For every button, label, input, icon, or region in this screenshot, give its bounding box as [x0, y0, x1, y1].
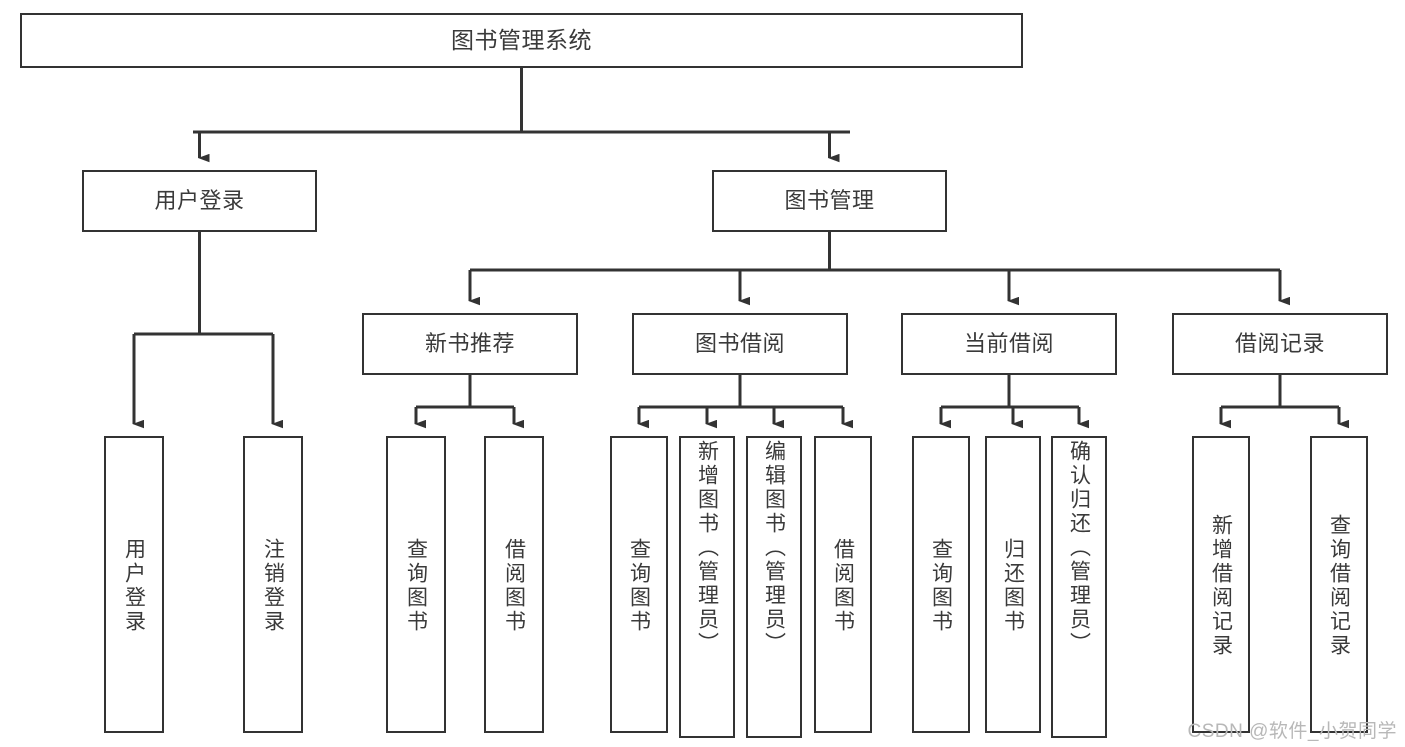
- node-leaf-return-book-label: 归还图书: [1001, 537, 1025, 634]
- node-user-login[interactable]: 用户登录: [82, 170, 317, 232]
- node-leaf-confirm-return-admin[interactable]: 确认归还（管理员）: [1051, 436, 1107, 738]
- connector-group-new-book-rec: [414, 375, 524, 429]
- node-leaf-logout-login-label: 注销登录: [261, 537, 285, 634]
- node-leaf-query-book-rec[interactable]: 查询图书: [386, 436, 446, 733]
- node-leaf-edit-book-admin-label: 编辑图书（管理员）: [762, 440, 786, 656]
- connector-group-user-login: [132, 232, 283, 429]
- node-leaf-add-book-admin[interactable]: 新增图书（管理员）: [679, 436, 735, 738]
- node-leaf-add-book-admin-label: 新增图书（管理员）: [695, 440, 719, 656]
- node-borrow-record-label: 借阅记录: [1234, 331, 1325, 357]
- node-leaf-query-book-rec-label: 查询图书: [404, 537, 428, 634]
- node-leaf-borrow-book-rec-label: 借阅图书: [502, 537, 526, 634]
- connector-group-book-borrow: [637, 375, 853, 429]
- node-book-borrow[interactable]: 图书借阅: [632, 313, 848, 375]
- node-leaf-logout-login[interactable]: 注销登录: [243, 436, 303, 733]
- node-new-book-rec[interactable]: 新书推荐: [362, 313, 578, 375]
- node-leaf-borrow-book-label: 借阅图书: [831, 537, 855, 634]
- connector-group-book-manage: [468, 232, 1290, 306]
- node-current-borrow-label: 当前借阅: [963, 331, 1054, 357]
- node-root[interactable]: 图书管理系统: [20, 13, 1023, 68]
- node-user-login-label: 用户登录: [154, 188, 245, 214]
- node-book-borrow-label: 图书借阅: [694, 331, 785, 357]
- node-leaf-query-borrow-record-label: 查询借阅记录: [1327, 513, 1351, 658]
- node-leaf-user-login[interactable]: 用户登录: [104, 436, 164, 733]
- node-new-book-rec-label: 新书推荐: [424, 331, 515, 357]
- node-leaf-confirm-return-admin-label: 确认归还（管理员）: [1067, 440, 1091, 656]
- connector-group-current-borrow: [939, 375, 1089, 429]
- node-current-borrow[interactable]: 当前借阅: [901, 313, 1117, 375]
- node-book-manage-label: 图书管理: [784, 188, 875, 214]
- node-leaf-edit-book-admin[interactable]: 编辑图书（管理员）: [746, 436, 802, 738]
- node-leaf-add-borrow-record[interactable]: 新增借阅记录: [1192, 436, 1250, 733]
- connector-group-borrow-record: [1219, 375, 1349, 429]
- node-leaf-query-book-current[interactable]: 查询图书: [912, 436, 970, 733]
- node-leaf-add-borrow-record-label: 新增借阅记录: [1209, 513, 1233, 658]
- node-leaf-borrow-book[interactable]: 借阅图书: [814, 436, 872, 733]
- node-leaf-query-book-borrow[interactable]: 查询图书: [610, 436, 668, 733]
- node-leaf-query-borrow-record[interactable]: 查询借阅记录: [1310, 436, 1368, 733]
- node-borrow-record[interactable]: 借阅记录: [1172, 313, 1388, 375]
- connector-group-root: [193, 68, 850, 163]
- node-leaf-query-book-current-label: 查询图书: [929, 537, 953, 634]
- node-leaf-user-login-label: 用户登录: [122, 537, 146, 634]
- node-leaf-query-book-borrow-label: 查询图书: [627, 537, 651, 634]
- node-leaf-return-book[interactable]: 归还图书: [985, 436, 1041, 733]
- node-book-manage[interactable]: 图书管理: [712, 170, 947, 232]
- node-root-label: 图书管理系统: [451, 26, 592, 53]
- node-leaf-borrow-book-rec[interactable]: 借阅图书: [484, 436, 544, 733]
